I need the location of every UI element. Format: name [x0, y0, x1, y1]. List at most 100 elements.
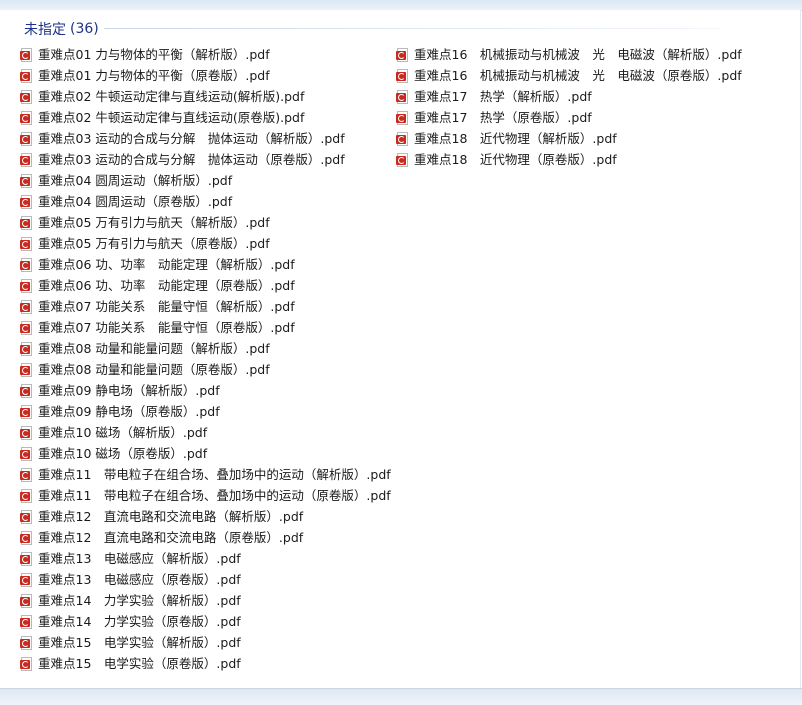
file-name: 重难点01 力与物体的平衡（原卷版）.pdf [38, 68, 270, 83]
pdf-file-icon [20, 215, 33, 230]
file-item[interactable]: 重难点15 电学实验（原卷版）.pdf [20, 653, 391, 674]
pdf-file-icon [20, 299, 33, 314]
file-name: 重难点12 直流电路和交流电路（解析版）.pdf [38, 509, 304, 524]
file-name: 重难点02 牛顿运动定律与直线运动(原卷版).pdf [38, 110, 305, 125]
file-item[interactable]: 重难点11 带电粒子在组合场、叠加场中的运动（解析版）.pdf [20, 464, 391, 485]
file-name: 重难点05 万有引力与航天（解析版）.pdf [38, 215, 270, 230]
pdf-file-icon [396, 152, 409, 167]
file-name: 重难点12 直流电路和交流电路（原卷版）.pdf [38, 530, 304, 545]
pdf-file-icon [396, 47, 409, 62]
pdf-file-icon [20, 68, 33, 83]
file-item[interactable]: 重难点07 功能关系 能量守恒（解析版）.pdf [20, 296, 391, 317]
file-item[interactable]: 重难点14 力学实验（原卷版）.pdf [20, 611, 391, 632]
file-item[interactable]: 重难点05 万有引力与航天（解析版）.pdf [20, 212, 391, 233]
file-name: 重难点08 动量和能量问题（解析版）.pdf [38, 341, 270, 356]
file-item[interactable]: 重难点13 电磁感应（原卷版）.pdf [20, 569, 391, 590]
file-name: 重难点09 静电场（原卷版）.pdf [38, 404, 220, 419]
file-item[interactable]: 重难点07 功能关系 能量守恒（原卷版）.pdf [20, 317, 391, 338]
file-item[interactable]: 重难点03 运动的合成与分解 抛体运动（原卷版）.pdf [20, 149, 391, 170]
file-name: 重难点16 机械振动与机械波 光 电磁波（原卷版）.pdf [414, 68, 742, 83]
file-item[interactable]: 重难点12 直流电路和交流电路（解析版）.pdf [20, 506, 391, 527]
pdf-file-icon [20, 152, 33, 167]
pdf-file-icon [20, 257, 33, 272]
file-item[interactable]: 重难点01 力与物体的平衡（解析版）.pdf [20, 44, 391, 65]
pdf-file-icon [20, 614, 33, 629]
file-item[interactable]: 重难点18 近代物理（解析版）.pdf [396, 128, 742, 149]
pdf-file-icon [20, 488, 33, 503]
group-title: 未指定 [24, 22, 66, 38]
file-name: 重难点04 圆周运动（原卷版）.pdf [38, 194, 233, 209]
file-name: 重难点06 功、功率 动能定理（解析版）.pdf [38, 257, 295, 272]
file-item[interactable]: 重难点10 磁场（原卷版）.pdf [20, 443, 391, 464]
group-header[interactable]: 未指定 (36) [24, 19, 99, 39]
file-name: 重难点02 牛顿运动定律与直线运动(解析版).pdf [38, 89, 305, 104]
file-name: 重难点18 近代物理（原卷版）.pdf [414, 152, 617, 167]
file-name: 重难点13 电磁感应（原卷版）.pdf [38, 572, 241, 587]
pdf-file-icon [20, 89, 33, 104]
file-item[interactable]: 重难点10 磁场（解析版）.pdf [20, 422, 391, 443]
file-name: 重难点01 力与物体的平衡（解析版）.pdf [38, 47, 270, 62]
file-name: 重难点15 电学实验（解析版）.pdf [38, 635, 241, 650]
pdf-file-icon [20, 509, 33, 524]
pdf-file-icon [396, 110, 409, 125]
file-name: 重难点06 功、功率 动能定理（原卷版）.pdf [38, 278, 295, 293]
file-item[interactable]: 重难点05 万有引力与航天（原卷版）.pdf [20, 233, 391, 254]
pdf-file-icon [20, 572, 33, 587]
file-item[interactable]: 重难点14 力学实验（解析版）.pdf [20, 590, 391, 611]
file-name: 重难点16 机械振动与机械波 光 电磁波（解析版）.pdf [414, 47, 742, 62]
file-name: 重难点11 带电粒子在组合场、叠加场中的运动（解析版）.pdf [38, 467, 391, 482]
file-item[interactable]: 重难点09 静电场（解析版）.pdf [20, 380, 391, 401]
file-item[interactable]: 重难点13 电磁感应（解析版）.pdf [20, 548, 391, 569]
file-name: 重难点09 静电场（解析版）.pdf [38, 383, 220, 398]
pdf-file-icon [20, 656, 33, 671]
file-item[interactable]: 重难点04 圆周运动（原卷版）.pdf [20, 191, 391, 212]
file-column-right: 重难点16 机械振动与机械波 光 电磁波（解析版）.pdf 重难点16 机械振动与… [396, 44, 742, 170]
file-item[interactable]: 重难点02 牛顿运动定律与直线运动(原卷版).pdf [20, 107, 391, 128]
file-item[interactable]: 重难点08 动量和能量问题（原卷版）.pdf [20, 359, 391, 380]
file-name: 重难点11 带电粒子在组合场、叠加场中的运动（原卷版）.pdf [38, 488, 391, 503]
pdf-file-icon [20, 236, 33, 251]
file-item[interactable]: 重难点12 直流电路和交流电路（原卷版）.pdf [20, 527, 391, 548]
pdf-file-icon [20, 362, 33, 377]
file-item[interactable]: 重难点01 力与物体的平衡（原卷版）.pdf [20, 65, 391, 86]
file-item[interactable]: 重难点04 圆周运动（解析版）.pdf [20, 170, 391, 191]
file-name: 重难点08 动量和能量问题（原卷版）.pdf [38, 362, 270, 377]
pdf-file-icon [20, 320, 33, 335]
group-divider [104, 28, 720, 29]
file-name: 重难点05 万有引力与航天（原卷版）.pdf [38, 236, 270, 251]
file-item[interactable]: 重难点08 动量和能量问题（解析版）.pdf [20, 338, 391, 359]
file-column-left: 重难点01 力与物体的平衡（解析版）.pdf 重难点01 力与物体的平衡（原卷版）… [20, 44, 391, 674]
file-name: 重难点04 圆周运动（解析版）.pdf [38, 173, 233, 188]
file-item[interactable]: 重难点06 功、功率 动能定理（原卷版）.pdf [20, 275, 391, 296]
file-name: 重难点18 近代物理（解析版）.pdf [414, 131, 617, 146]
pdf-file-icon [20, 47, 33, 62]
file-name: 重难点07 功能关系 能量守恒（原卷版）.pdf [38, 320, 295, 335]
file-item[interactable]: 重难点17 热学（解析版）.pdf [396, 86, 742, 107]
file-name: 重难点10 磁场（解析版）.pdf [38, 425, 208, 440]
pdf-file-icon [20, 551, 33, 566]
file-item[interactable]: 重难点15 电学实验（解析版）.pdf [20, 632, 391, 653]
pdf-file-icon [20, 173, 33, 188]
file-item[interactable]: 重难点16 机械振动与机械波 光 电磁波（解析版）.pdf [396, 44, 742, 65]
pdf-file-icon [20, 131, 33, 146]
pdf-file-icon [20, 593, 33, 608]
pdf-file-icon [20, 404, 33, 419]
file-item[interactable]: 重难点17 热学（原卷版）.pdf [396, 107, 742, 128]
file-item[interactable]: 重难点06 功、功率 动能定理（解析版）.pdf [20, 254, 391, 275]
file-item[interactable]: 重难点16 机械振动与机械波 光 电磁波（原卷版）.pdf [396, 65, 742, 86]
file-name: 重难点14 力学实验（原卷版）.pdf [38, 614, 241, 629]
pdf-file-icon [20, 341, 33, 356]
file-name: 重难点03 运动的合成与分解 抛体运动（原卷版）.pdf [38, 152, 345, 167]
file-name: 重难点15 电学实验（原卷版）.pdf [38, 656, 241, 671]
pdf-file-icon [20, 425, 33, 440]
pdf-file-icon [396, 68, 409, 83]
file-item[interactable]: 重难点09 静电场（原卷版）.pdf [20, 401, 391, 422]
group-count: (36) [70, 21, 99, 37]
file-item[interactable]: 重难点11 带电粒子在组合场、叠加场中的运动（原卷版）.pdf [20, 485, 391, 506]
pdf-file-icon [20, 383, 33, 398]
file-item[interactable]: 重难点18 近代物理（原卷版）.pdf [396, 149, 742, 170]
pdf-file-icon [396, 89, 409, 104]
file-item[interactable]: 重难点02 牛顿运动定律与直线运动(解析版).pdf [20, 86, 391, 107]
file-item[interactable]: 重难点03 运动的合成与分解 抛体运动（解析版）.pdf [20, 128, 391, 149]
